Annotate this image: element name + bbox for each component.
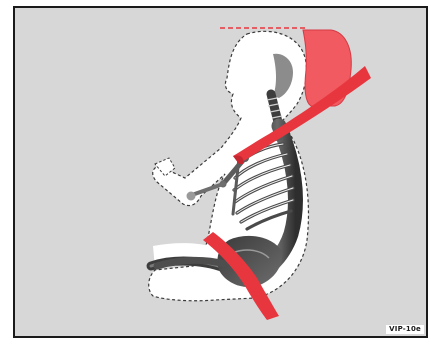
occupant-diagram [15,8,426,336]
seat-belt-figure: VIP-10e [13,6,428,338]
figure-code-label: VIP-10e [386,325,424,334]
